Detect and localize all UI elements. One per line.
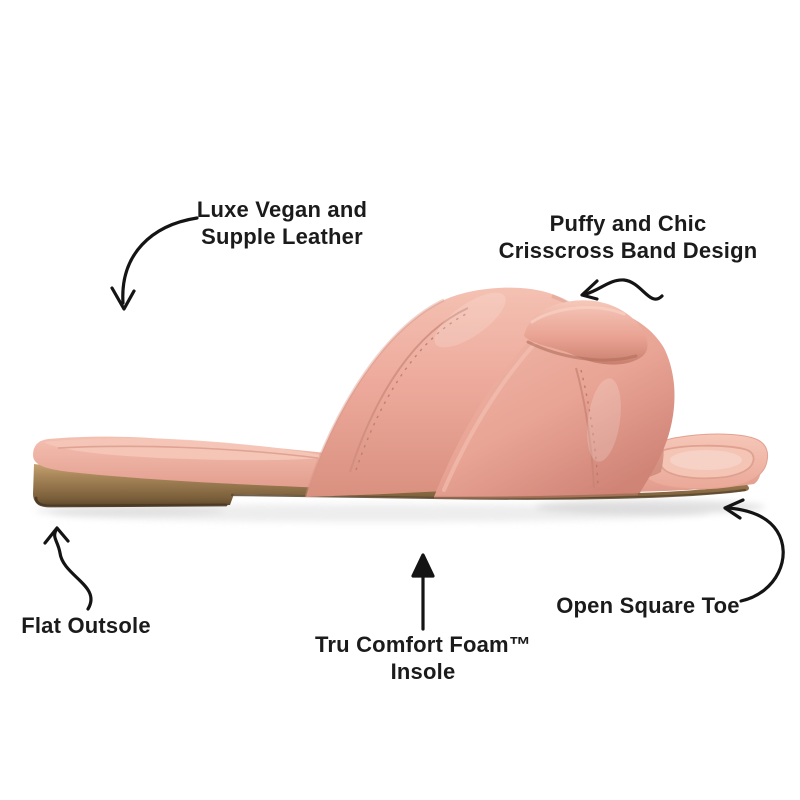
arrow-outsole-icon — [43, 526, 93, 611]
callout-flat-outsole: Flat Outsole — [8, 612, 164, 639]
callout-insole: Tru Comfort Foam™ Insole — [292, 631, 554, 686]
band-seam — [349, 307, 469, 473]
callout-insole-line2: Insole — [390, 659, 456, 685]
heel-footbed — [44, 438, 330, 461]
callout-material-line2: Supple Leather — [201, 224, 363, 250]
callout-band-line2: Crisscross Band Design — [498, 238, 758, 264]
callout-toe-label: Open Square Toe — [556, 593, 740, 618]
ground-shadow — [35, 500, 765, 522]
band-seam — [575, 367, 595, 489]
band-stitching — [580, 369, 599, 487]
callout-band-line1: Puffy and Chic — [549, 211, 707, 236]
callout-open-square-toe: Open Square Toe — [548, 592, 748, 619]
annotation-arrows — [43, 216, 785, 631]
callout-band-design: Puffy and Chic Crisscross Band Design — [478, 210, 778, 265]
arrow-band-icon — [580, 278, 664, 301]
arrow-toe-icon — [723, 498, 785, 603]
callout-outsole-label: Flat Outsole — [21, 613, 151, 638]
callout-material-line1: Luxe Vegan and — [196, 197, 368, 222]
arrow-material-icon — [110, 216, 199, 311]
callout-insole-line1: Tru Comfort Foam™ — [314, 632, 532, 657]
sandal-twist-knot — [524, 300, 648, 365]
callout-material: Luxe Vegan and Supple Leather — [157, 196, 407, 251]
arrow-insole-icon — [411, 553, 435, 631]
sandal-toe-pad — [641, 433, 769, 490]
